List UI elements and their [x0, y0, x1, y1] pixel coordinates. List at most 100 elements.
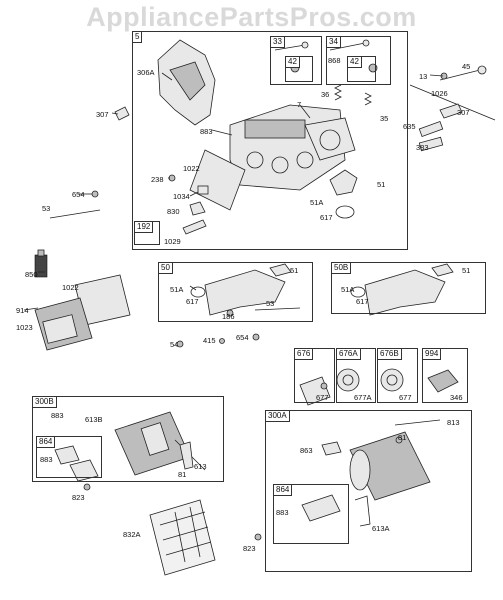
part-label: 51A [310, 198, 324, 207]
box-tag: 864 [274, 485, 293, 496]
spring-35 [364, 92, 372, 106]
box-tag: 676A [337, 349, 361, 360]
kit-994-part [427, 369, 459, 393]
part-label: 823 [243, 544, 256, 553]
part-label: 51 [462, 266, 471, 275]
part-label: 914 [16, 306, 29, 315]
box-small-192: 192 [134, 221, 160, 245]
part-label: 238 [151, 175, 164, 184]
box-tag: 50 [159, 263, 173, 274]
guard-832a [149, 499, 216, 576]
gasket-51 [329, 169, 358, 196]
part-label: 654 [236, 333, 249, 342]
box-tag: 50B [332, 263, 352, 274]
part-label: 51A [170, 285, 184, 294]
box-tag: 676 [295, 349, 314, 360]
part-label: 1022 [183, 164, 200, 173]
bracket-613a [354, 495, 371, 527]
box-manifold-50b: 50B [331, 262, 486, 314]
stud-53b [254, 307, 301, 311]
part-label: 36 [321, 90, 330, 99]
part-label: 1026 [431, 89, 448, 98]
part-label: 677A [354, 393, 372, 402]
part-label: 415 [203, 336, 216, 345]
box-tag: 5 [133, 32, 143, 43]
box-seal-a: 42 [285, 56, 313, 82]
part-label: 1029 [164, 237, 181, 246]
spring-36 [334, 84, 342, 101]
bolt-813 [394, 419, 441, 426]
tube-1026 [409, 84, 496, 121]
ring-617 [335, 205, 355, 219]
part-label: 635 [403, 122, 416, 131]
box-cylinder-head: 5 [132, 31, 408, 250]
part-label: 883 [276, 508, 289, 517]
guard-864-right-part [301, 494, 341, 522]
part-label: 617 [320, 213, 333, 222]
box-kit-994: 994 [422, 348, 468, 403]
part-label: 307 [457, 108, 470, 117]
box-kit-676: 676 [294, 348, 335, 403]
intake-manifold-50b [364, 269, 446, 316]
part-label: 306A [137, 68, 155, 77]
box-muffler-300b: 300B [32, 396, 224, 482]
part-label: 868 [328, 56, 341, 65]
part-label: 13 [419, 72, 428, 81]
spark-plug-307 [439, 103, 463, 119]
part-label: 823 [72, 493, 85, 502]
box-tag: 33 [271, 37, 285, 48]
part-label: 186 [222, 312, 235, 321]
part-635 [418, 120, 444, 138]
part-label: 883 [200, 127, 213, 136]
box-tag: 42 [286, 57, 300, 68]
box-tag: 300B [33, 397, 57, 408]
air-shroud-306a [157, 39, 216, 126]
part-label: 863 [300, 446, 313, 455]
box-manifold-50: 50 [158, 262, 313, 322]
box-kit-676b: 676B [377, 348, 418, 403]
part-label: 832A [123, 530, 141, 539]
part-label: 45 [462, 62, 471, 71]
site-watermark: AppliancePartsPros.com [86, 2, 417, 32]
plug-307 [114, 106, 130, 121]
gasket-1022 [189, 149, 246, 211]
box-guard-864-right: 864 [273, 484, 349, 544]
box-tag: 676B [378, 349, 402, 360]
part-label: 51 [377, 180, 386, 189]
part-label: 813 [447, 418, 460, 427]
box-muffler-300a: 300A [265, 410, 472, 572]
part-label: 677 [316, 393, 329, 402]
box-tag: 192 [135, 222, 154, 233]
part-label: 53 [266, 299, 275, 308]
part-label: 53 [42, 204, 51, 213]
part-label: 383 [416, 143, 429, 152]
box-tag: 864 [37, 437, 56, 448]
box-valve-intake: 33 [270, 36, 322, 85]
part-label: 850 [25, 270, 38, 279]
valve-34 [329, 42, 366, 51]
leader-lines [23, 72, 444, 311]
part-label: 1034 [173, 192, 190, 201]
dipstick-45 [439, 69, 481, 81]
box-tag: 994 [423, 349, 442, 360]
part-label: 51A [341, 285, 355, 294]
part-label: 613A [372, 524, 390, 533]
kit-676a-part [336, 368, 360, 392]
kit-676b-part [380, 368, 404, 392]
part-label: 51 [290, 266, 299, 275]
stud-53 [49, 209, 101, 219]
part-label: 1022 [62, 283, 79, 292]
part-label: 7 [297, 100, 302, 109]
box-kit-676a: 676A [336, 348, 376, 403]
part-label: 677 [399, 393, 412, 402]
part-label: 617 [186, 297, 199, 306]
intake-manifold-50 [204, 269, 286, 316]
valve-33 [274, 44, 306, 51]
part-label: 346 [450, 393, 463, 402]
guard-864-left-part [69, 459, 99, 482]
box-valve-exhaust: 34 [326, 36, 391, 85]
box-tag: 42 [348, 57, 362, 68]
box-tag: 34 [327, 37, 341, 48]
part-383 [418, 136, 444, 152]
